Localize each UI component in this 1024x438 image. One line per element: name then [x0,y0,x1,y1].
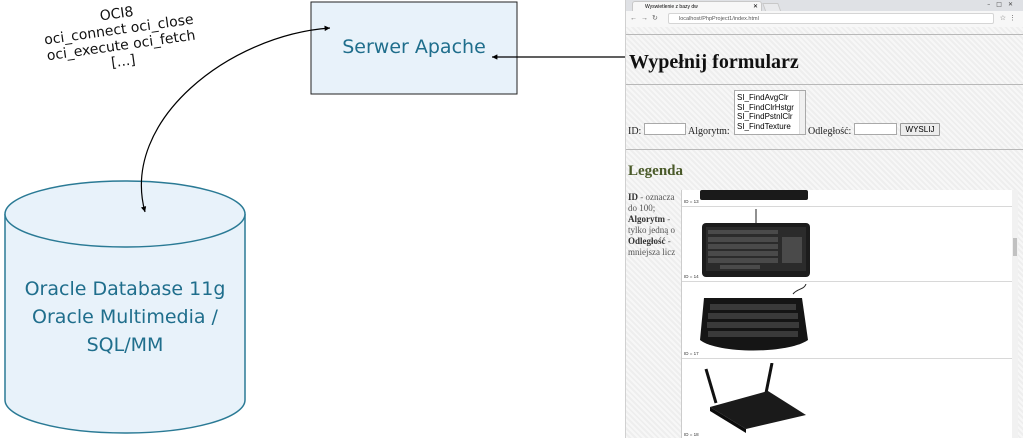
legend-line: Algorytm - [628,214,671,224]
browser-menu-icon[interactable]: ☆⋮ [999,15,1019,22]
form-title: Wypełnij formularz [629,51,799,73]
web-page: Wypełnij formularz ID: Algorytm: SI_Find… [626,27,1023,438]
form-divider [626,84,1023,85]
id-input[interactable] [644,123,686,135]
algorithm-option[interactable]: SI_FindPstnlClr [737,112,793,121]
id-label: ID: [628,126,642,137]
apache-server-text: Serwer Apache [342,36,486,58]
algorithm-option[interactable]: SI_FindTexture [737,121,791,131]
url-field[interactable]: localhost/PhpProject1/index.html [668,13,994,24]
result-row: ID = 17 [682,282,1018,359]
algorithm-option[interactable]: SI_FindAvgClr [737,93,789,102]
top-divider [626,34,1023,35]
result-row: ID = 18 [682,359,1018,438]
result-id: ID = 18 [684,432,699,437]
legend-line: Odległość - [628,236,671,246]
legend-title: Legenda [628,163,684,179]
browser-tab[interactable]: Wyswietlenie z bazy dw ✕ [632,1,762,11]
result-row: ID = 13 [682,190,1018,207]
oci-connection-arrow [140,25,331,213]
keyboard-image [700,190,808,200]
browser-window: Wyswietlenie z bazy dw ✕ –□✕ ←→↻ localho… [625,0,1023,438]
keyboard-image [702,209,810,277]
legend-line: ID - oznacza [628,192,675,202]
legend-divider [626,149,1023,150]
legend-line: tylko jedną o [628,225,675,235]
algorithm-label: Algorytm: [688,126,730,137]
apache-server-box [310,1,518,95]
url-text: localhost/PhpProject1/index.html [679,16,759,22]
result-row: ID = 14 [682,207,1018,282]
database-line-3: SQL/MM [86,334,164,356]
results-panel[interactable]: ID = 13 ID = 14 [681,190,1018,438]
database-line-2: Oracle Multimedia / [32,306,218,328]
window-controls-icon[interactable]: –□✕ [987,1,1019,8]
algorithm-scrollbar[interactable] [799,91,805,134]
algorithm-select[interactable]: SI_FindAvgClr SI_FindClrHstgr SI_FindPst… [734,90,806,135]
legend-line: do 100; [628,203,656,213]
result-id: ID = 17 [684,351,699,356]
submit-button[interactable]: WYSLIJ [900,123,940,136]
legend-line: mniejsza licz [628,247,676,257]
address-bar: ←→↻ localhost/PhpProject1/index.html ☆⋮ [626,11,1023,28]
keyboard-image [700,284,808,351]
results-scrollbar[interactable] [1012,190,1018,438]
result-id: ID = 14 [684,274,699,279]
result-id: ID = 13 [684,199,699,204]
distance-input[interactable] [854,123,897,135]
apache-server-label: Serwer Apache [311,36,517,58]
router-image [704,363,806,433]
tab-title: Wyswietlenie z bazy dw [645,4,698,10]
algorithm-option[interactable]: SI_FindClrHstgr [737,102,794,112]
browser-tab-bar: Wyswietlenie z bazy dw ✕ –□✕ [626,0,1023,13]
navigation-icons[interactable]: ←→↻ [630,15,662,22]
legend-text: ID - oznacza do 100; Algorytm - tylko je… [628,192,688,258]
results-scroll-thumb[interactable] [1013,238,1017,256]
distance-label: Odległość: [808,126,852,137]
database-label: Oracle Database 11g Oracle Multimedia / … [5,275,245,359]
database-line-1: Oracle Database 11g [24,278,226,300]
tab-close-icon[interactable]: ✕ [752,4,758,10]
